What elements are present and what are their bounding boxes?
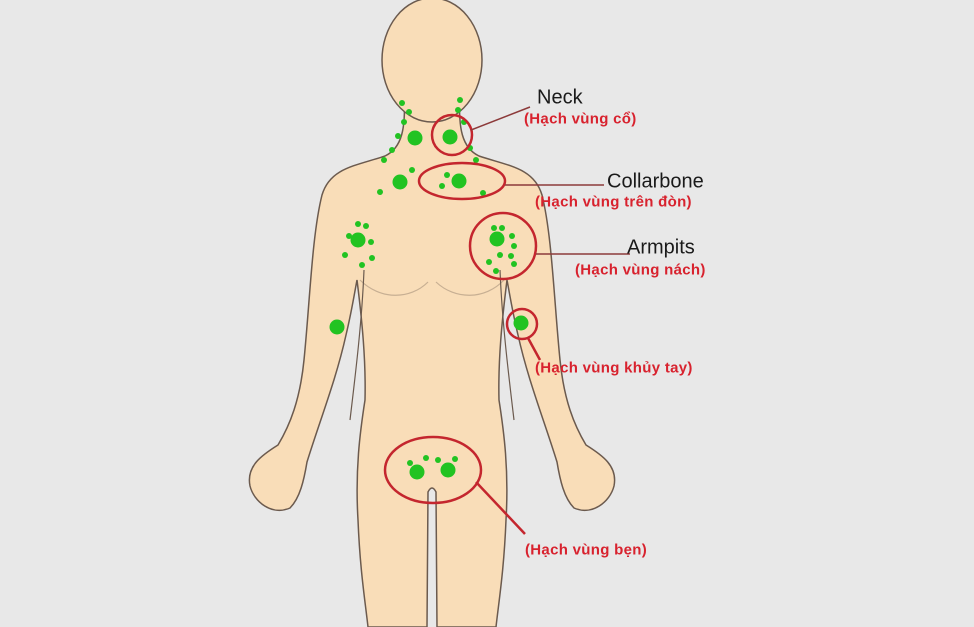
lymph-node-dot bbox=[355, 221, 361, 227]
collarbone-label: Collarbone bbox=[607, 170, 704, 193]
lymph-node-dot bbox=[511, 243, 517, 249]
lymph-node-dot bbox=[377, 189, 383, 195]
lymph-node-dot bbox=[368, 239, 374, 245]
lymph-node-dot bbox=[442, 129, 458, 145]
lymph-node-dot bbox=[452, 456, 458, 462]
region-markers bbox=[383, 113, 539, 505]
lymph-node-dot bbox=[392, 174, 408, 190]
lymph-node-dot bbox=[329, 319, 345, 335]
lymph-node-dot bbox=[359, 262, 365, 268]
lymph-node-dot bbox=[409, 464, 425, 480]
lymph-nodes bbox=[329, 97, 529, 480]
lymph-node-dot bbox=[455, 107, 461, 113]
lymph-node-dot bbox=[435, 457, 441, 463]
lymph-node-dot bbox=[439, 183, 445, 189]
lymph-node-dot bbox=[451, 173, 467, 189]
lymph-node-dot bbox=[499, 225, 505, 231]
neck-marker bbox=[430, 113, 474, 157]
elbow-leader bbox=[526, 337, 542, 361]
lymph-node-dot bbox=[491, 225, 497, 231]
groin-label-vi: (Hạch vùng bẹn) bbox=[525, 541, 648, 559]
lymph-node-dot bbox=[444, 172, 450, 178]
groin-marker bbox=[383, 435, 483, 505]
lymph-node-dot bbox=[346, 233, 352, 239]
lymph-node-dot bbox=[381, 157, 387, 163]
lymph-node-dot bbox=[473, 157, 479, 163]
neck-label-vi: (Hạch vùng cổ) bbox=[524, 110, 637, 128]
body-left-half bbox=[248, 94, 616, 627]
armpit-marker bbox=[468, 211, 538, 281]
lymph-node-dot bbox=[440, 462, 456, 478]
lymph-node-dot bbox=[508, 253, 514, 259]
lymph-node-dot bbox=[457, 97, 463, 103]
lymph-node-dot bbox=[489, 231, 505, 247]
leader-lines bbox=[470, 106, 630, 535]
lymph-node-dot bbox=[511, 261, 517, 267]
elbow-label-vi: (Hạch vùng khủy tay) bbox=[535, 359, 693, 377]
elbow-marker bbox=[505, 307, 539, 341]
lymph-node-dot bbox=[407, 460, 413, 466]
lymph-node-dot bbox=[480, 190, 486, 196]
lymph-node-dot bbox=[342, 252, 348, 258]
neck-leader bbox=[470, 106, 531, 131]
lymph-node-dot bbox=[497, 252, 503, 258]
lymph-node-dot bbox=[423, 455, 429, 461]
neck-label: Neck bbox=[537, 86, 583, 109]
collarbone-marker bbox=[417, 161, 507, 201]
lymph-node-dot bbox=[395, 133, 401, 139]
lymph-node-dot bbox=[409, 167, 415, 173]
lymph-node-dot bbox=[350, 232, 366, 248]
lymph-node-dot bbox=[509, 233, 515, 239]
lymph-node-dot bbox=[363, 223, 369, 229]
body-contours bbox=[349, 269, 515, 421]
lymph-node-dot bbox=[389, 147, 395, 153]
human-body bbox=[248, 0, 616, 627]
collarbone-label-vi: (Hạch vùng trên đòn) bbox=[535, 193, 692, 211]
lymph-node-dot bbox=[369, 255, 375, 261]
lymph-node-dot bbox=[486, 259, 492, 265]
lymph-node-dot bbox=[493, 268, 499, 274]
lymph-node-dot bbox=[401, 119, 407, 125]
armpits-label-vi: (Hạch vùng nách) bbox=[575, 261, 706, 279]
lymph-node-dot bbox=[399, 100, 405, 106]
armpits-label: Armpits bbox=[627, 236, 695, 259]
lymph-node-dot bbox=[513, 315, 529, 331]
lymph-node-dot bbox=[406, 109, 412, 115]
head bbox=[381, 0, 483, 123]
groin-leader bbox=[475, 481, 526, 535]
lymph-node-dot bbox=[407, 130, 423, 146]
